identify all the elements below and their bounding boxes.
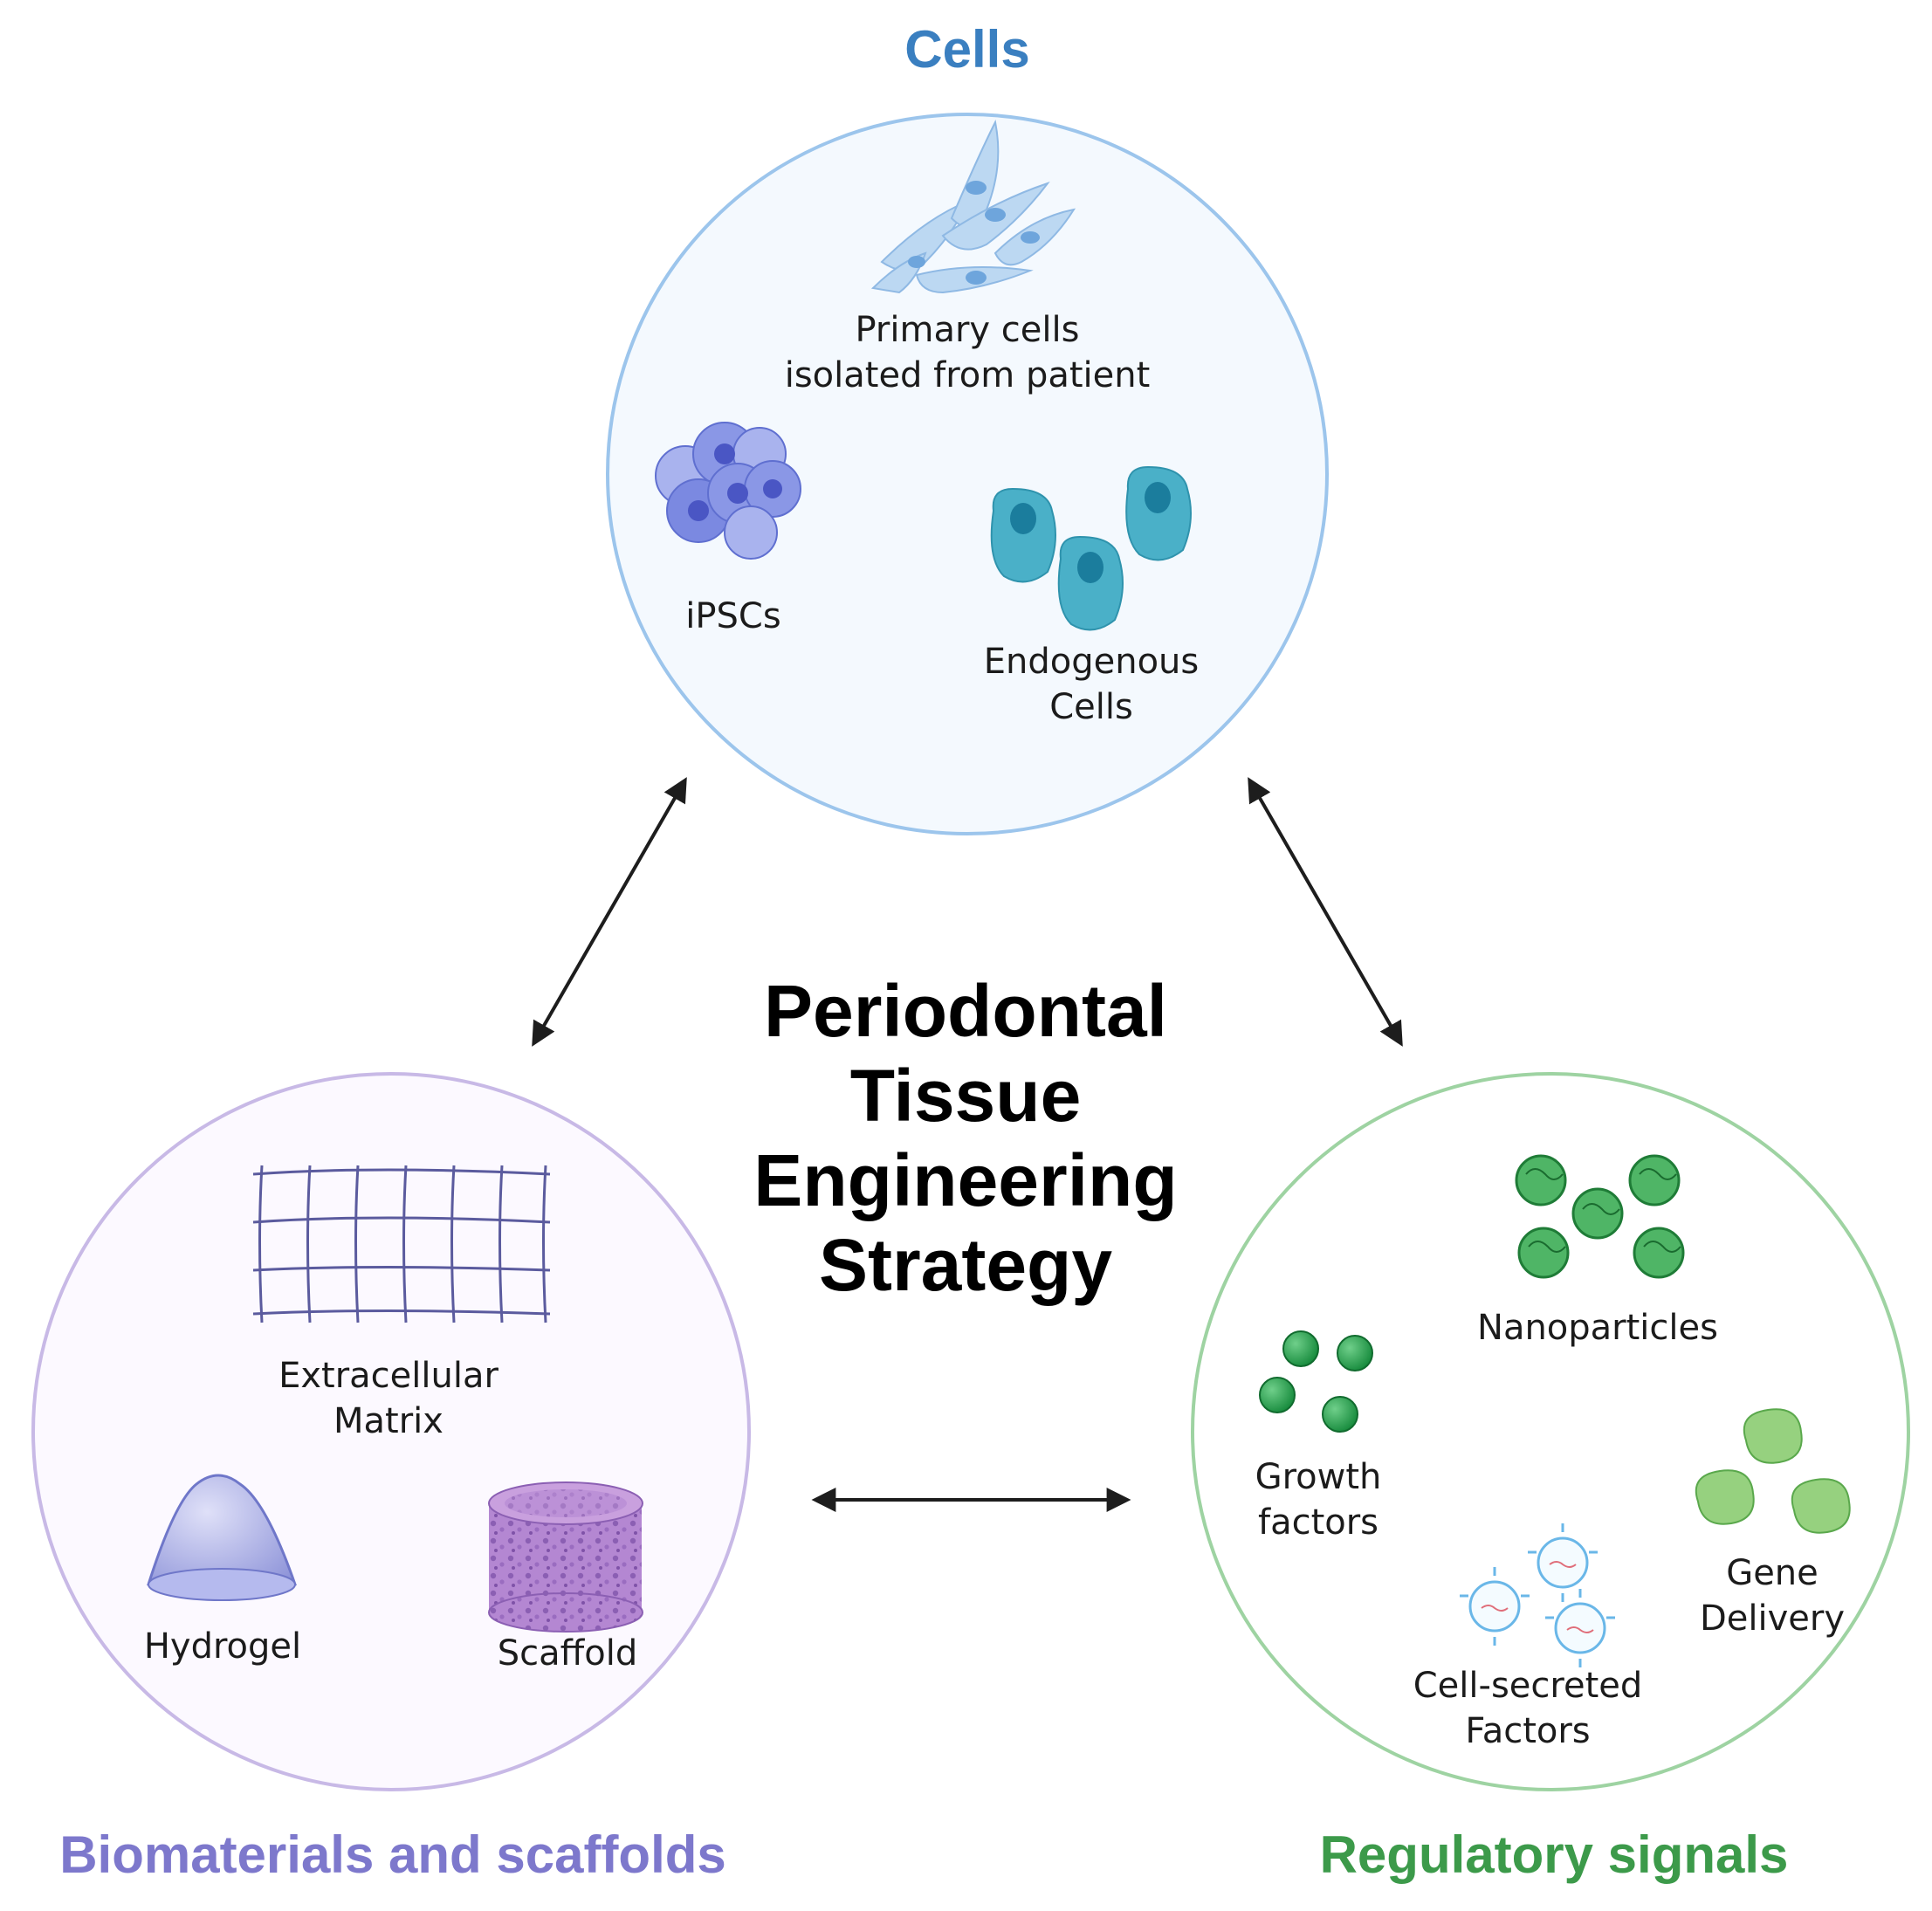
cells-circle bbox=[606, 113, 1329, 835]
growth-factors-icon bbox=[1259, 1330, 1373, 1433]
scaffold-label: Scaffold bbox=[497, 1633, 638, 1674]
gene-delivery-label: Gene Delivery bbox=[1699, 1553, 1846, 1639]
hydrogel-icon bbox=[147, 1474, 297, 1601]
biomaterials-heading: Biomaterials and scaffolds bbox=[59, 1825, 726, 1884]
cell-secreted-factors-icon bbox=[1460, 1523, 1615, 1667]
center-title: Periodontal Tissue Engineering Strategy bbox=[704, 969, 1227, 1308]
cell-secreted-factors-label: Cell-secreted Factors bbox=[1413, 1666, 1643, 1751]
primary-cells-icon bbox=[870, 119, 1076, 294]
signals-circle bbox=[1191, 1072, 1910, 1791]
signals-heading: Regulatory signals bbox=[1319, 1825, 1789, 1884]
endogenous-cells-icon bbox=[990, 465, 1192, 631]
nanoparticles-label: Nanoparticles bbox=[1477, 1308, 1718, 1348]
ecm-icon bbox=[252, 1165, 551, 1323]
scaffold-icon bbox=[488, 1481, 643, 1633]
cells-heading: Cells bbox=[904, 20, 1030, 79]
arrow-cells-signals bbox=[1248, 777, 1403, 1047]
ecm-label: Extracellular Matrix bbox=[278, 1356, 498, 1441]
center-title-line: Tissue bbox=[849, 1055, 1082, 1137]
center-title-line: Engineering bbox=[753, 1139, 1178, 1221]
hydrogel-label: Hydrogel bbox=[143, 1626, 302, 1667]
arrow-cells-biomaterials bbox=[532, 777, 687, 1047]
center-title-line: Strategy bbox=[818, 1224, 1113, 1306]
growth-factors-label: Growth factors bbox=[1255, 1457, 1382, 1543]
gene-delivery-icon bbox=[1695, 1408, 1851, 1534]
ipscs-label: iPSCs bbox=[685, 596, 781, 636]
primary-cells-label: Primary cells isolated from patient bbox=[784, 310, 1151, 395]
ipscs-icon bbox=[655, 422, 801, 560]
nanoparticles-icon bbox=[1515, 1154, 1685, 1279]
endogenous-cells-label: Endogenous Cells bbox=[983, 642, 1200, 727]
center-title-line: Periodontal bbox=[763, 970, 1168, 1052]
